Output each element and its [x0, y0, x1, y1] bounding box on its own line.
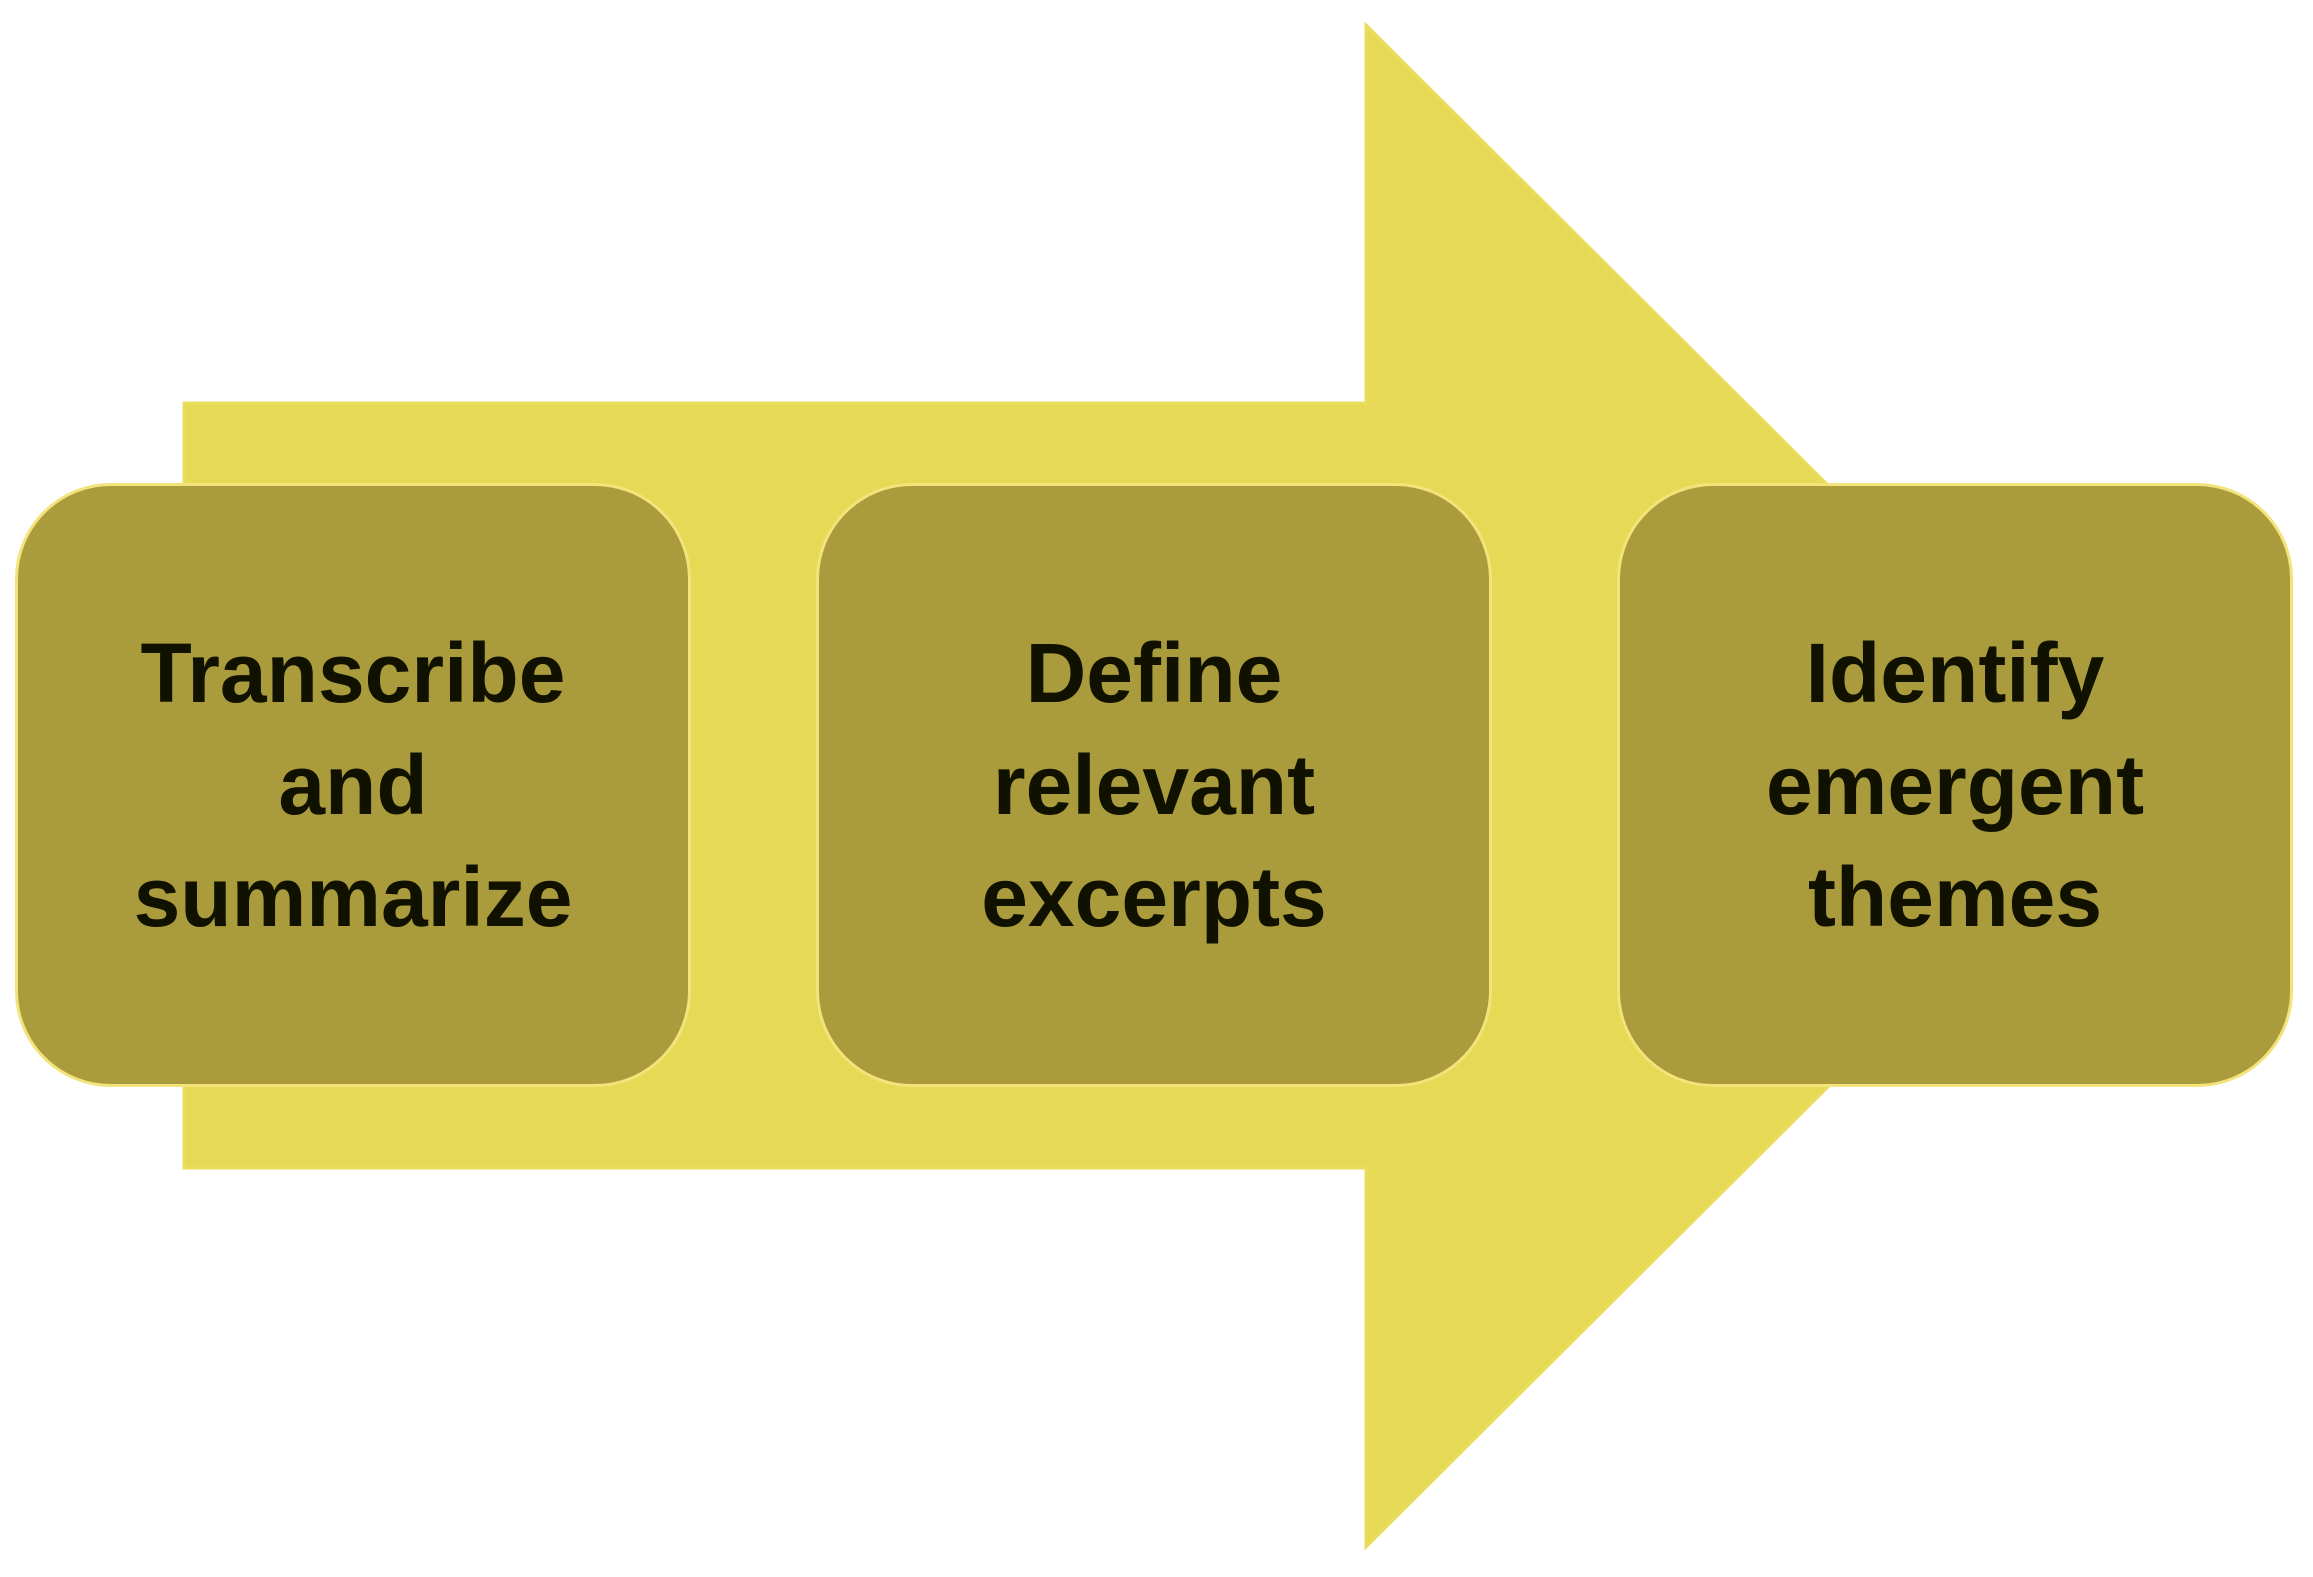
- step-label: Transcribe and summarize: [133, 626, 573, 944]
- step-box-transcribe: Transcribe and summarize: [15, 483, 691, 1087]
- step-label: Identify emergent themes: [1765, 626, 2145, 944]
- step-label: Define relevant excerpts: [981, 626, 1327, 944]
- step-box-define: Define relevant excerpts: [816, 483, 1492, 1087]
- step-box-identify: Identify emergent themes: [1617, 483, 2293, 1087]
